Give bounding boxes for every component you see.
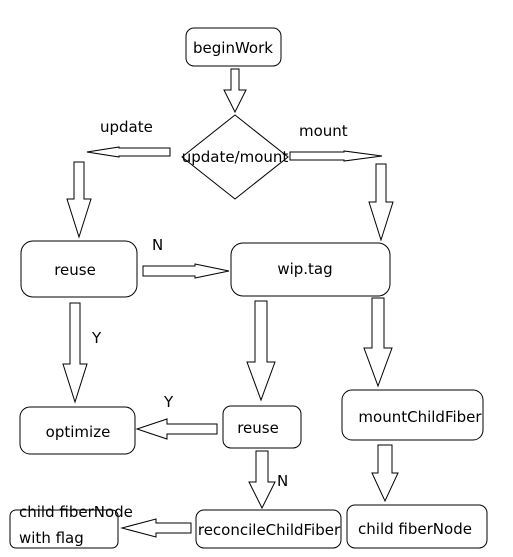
- decision-diamond: [181, 114, 289, 200]
- arrow-reuse-mid-to-reconcile: [248, 450, 276, 510]
- update-mount-decision: update/mount: [181, 114, 289, 200]
- reconcile-child-fiber-node: reconcileChildFiber: [195, 509, 342, 549]
- arrow-decision-update: [86, 146, 171, 158]
- reconcile-child-fiber-box: [195, 509, 342, 549]
- reuse-top-node: reuse: [20, 240, 138, 298]
- child-fiber-node-flag: child fiberNode with flag: [9, 503, 133, 549]
- child-fiber-node-flag-line-2: with flag: [19, 529, 84, 547]
- arrow-mount-to-wiptag: [368, 163, 394, 242]
- begin-work-box: [185, 27, 282, 67]
- child-fiber-node-box: [346, 504, 488, 549]
- optimize-box: [19, 406, 136, 455]
- reuse-mid-node: reuse: [222, 405, 302, 449]
- optimize-label: optimize: [46, 423, 111, 441]
- edge-label-reuse-mid-no: N: [277, 472, 288, 490]
- arrow-decision-mount: [289, 150, 383, 162]
- reuse-mid-label: reuse: [237, 419, 279, 437]
- child-fiber-node-label: child fiberNode: [358, 520, 472, 538]
- child-fiber-node-flag-line-1: child fiberNode: [19, 503, 133, 521]
- reuse-mid-box: [222, 405, 302, 449]
- arrow-reuse-to-optimize: [62, 302, 88, 404]
- edge-label-reuse-yes: Y: [91, 329, 102, 347]
- arrow-update-to-reuse: [66, 161, 92, 239]
- reuse-top-box: [20, 240, 138, 298]
- arrow-beginwork-to-decision: [223, 68, 247, 114]
- arrows-layer: [62, 68, 399, 538]
- arrow-mount-child-to-child-node: [371, 444, 399, 503]
- wip-tag-box: [230, 242, 391, 297]
- mount-child-fiber-box: [341, 389, 484, 441]
- optimize-node: optimize: [19, 406, 136, 455]
- mount-child-fiber-label: mountChildFiber: [358, 408, 482, 426]
- wip-tag-node: wip.tag: [230, 242, 391, 297]
- wip-tag-label: wip.tag: [277, 260, 332, 278]
- decision-label: update/mount: [182, 148, 289, 166]
- arrow-reuse-mid-to-optimize: [135, 418, 218, 440]
- arrow-reconcile-to-flag: [120, 518, 192, 538]
- edge-label-reuse-no: N: [152, 236, 163, 254]
- edge-label-mount: mount: [299, 122, 348, 140]
- reconcile-child-fiber-label: reconcileChildFiber: [198, 521, 341, 539]
- mount-child-fiber-node: mountChildFiber: [341, 389, 484, 441]
- arrow-wiptag-to-reuse-mid: [246, 300, 276, 402]
- edge-label-update: update: [100, 118, 153, 136]
- begin-work-label: beginWork: [193, 39, 273, 57]
- begin-work-node: beginWork: [185, 27, 282, 67]
- arrow-reuse-to-wiptag: [142, 263, 230, 279]
- edge-label-reuse-mid-yes: Y: [163, 393, 174, 411]
- child-fiber-node-flag-box: [9, 509, 119, 549]
- arrow-wiptag-to-mount-child: [363, 297, 393, 388]
- reuse-top-label: reuse: [54, 261, 96, 279]
- child-fiber-node: child fiberNode: [346, 504, 488, 549]
